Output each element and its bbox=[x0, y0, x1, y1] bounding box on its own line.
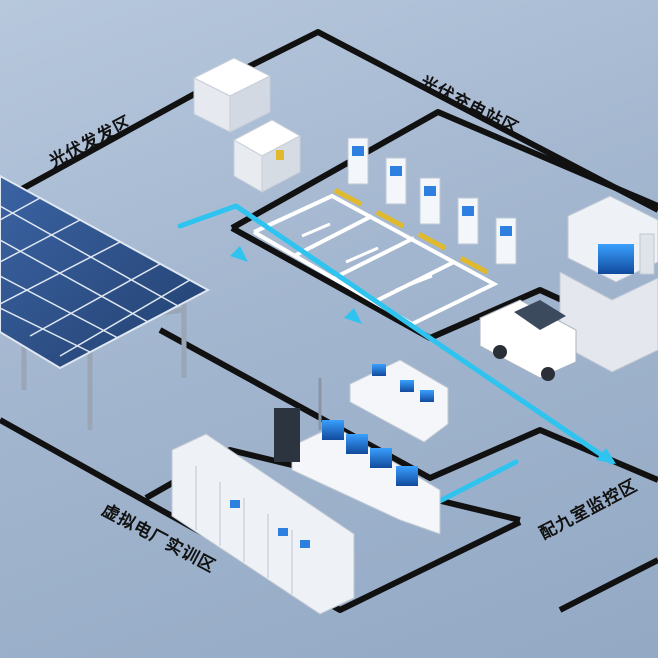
parking-outline bbox=[252, 193, 499, 327]
charger-4 bbox=[457, 197, 479, 245]
parking-divider-2 bbox=[333, 236, 415, 280]
curb-strips bbox=[333, 188, 489, 275]
flow-arrow-3 bbox=[596, 448, 616, 464]
charger-3 bbox=[419, 177, 441, 225]
parking-bays bbox=[252, 193, 499, 327]
flow-line-training bbox=[427, 459, 519, 509]
server-cabinets bbox=[171, 433, 355, 615]
flow-arrowheads bbox=[230, 246, 616, 464]
energy-flow bbox=[177, 203, 615, 509]
border-pv-charging bbox=[230, 109, 658, 231]
transformer-boxes bbox=[192, 57, 302, 193]
solar-array bbox=[0, 174, 211, 430]
charger-5 bbox=[495, 217, 517, 265]
parking-divider-1 bbox=[293, 214, 373, 258]
charger-1 bbox=[347, 137, 369, 185]
monitor-console bbox=[559, 195, 658, 373]
flow-line-main bbox=[177, 203, 615, 465]
flow-arrow-2 bbox=[344, 308, 362, 324]
parking-arrows bbox=[301, 222, 433, 292]
flow-arrow-1 bbox=[230, 246, 248, 262]
solar-panel-grid bbox=[0, 197, 191, 357]
border-monitor bbox=[558, 557, 658, 613]
charger-2 bbox=[385, 157, 407, 205]
border-pv-generation bbox=[18, 29, 658, 213]
training-desks bbox=[274, 359, 449, 535]
solar-panel-field bbox=[0, 174, 211, 370]
pickup-truck bbox=[479, 299, 577, 381]
border-training bbox=[0, 417, 522, 613]
charging-stations bbox=[347, 137, 517, 265]
